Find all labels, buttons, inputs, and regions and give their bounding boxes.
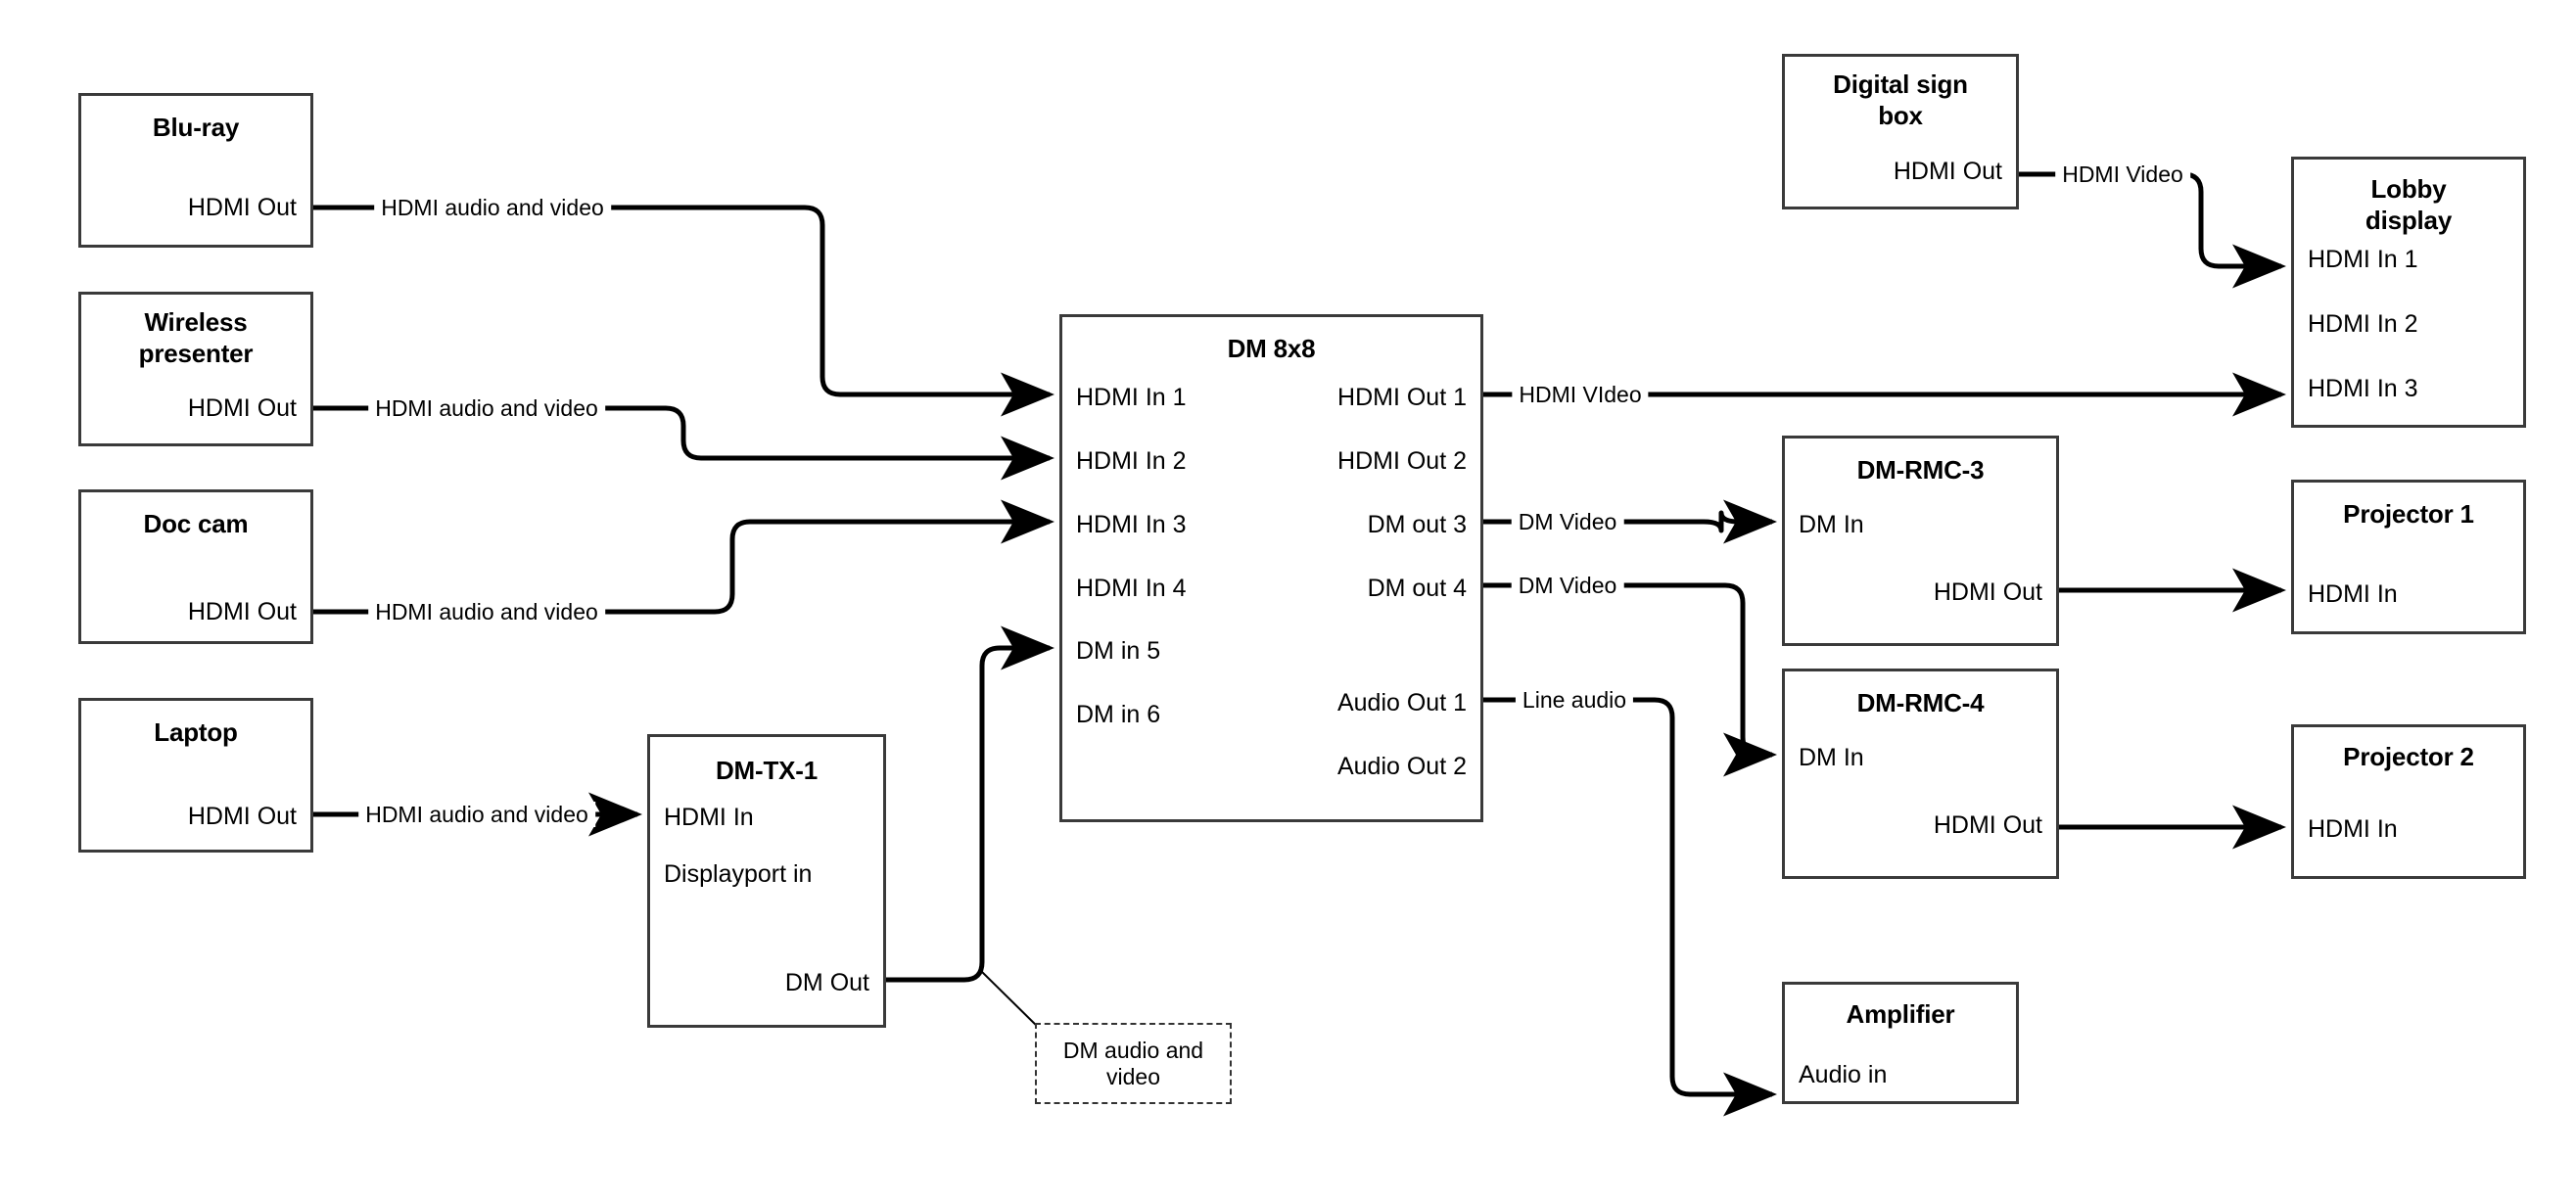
wire-signbox-to-lobby-in1 — [2019, 171, 2286, 289]
node-bluray-title: Blu-ray — [152, 113, 240, 142]
node-lobby-display-port-hdmi-in-3: HDMI In 3 — [2308, 375, 2418, 402]
node-projector-2[interactable]: Projector 2 HDMI In — [2291, 724, 2526, 879]
node-projector-1-title: Projector 1 — [2343, 499, 2474, 529]
node-dm-8x8-title: DM 8x8 — [1227, 334, 1316, 363]
node-digital-sign-box[interactable]: Digital sign box HDMI Out — [1782, 54, 2019, 209]
node-dm-tx-1-port-hdmi-in: HDMI In — [664, 804, 754, 831]
node-projector-1-port-hdmi-in: HDMI In — [2308, 580, 2398, 608]
node-digital-sign-box-title: Digital sign box — [1833, 69, 1968, 130]
node-dm-8x8-output-hdmi-out-2: HDMI Out 2 — [1337, 447, 1467, 475]
node-laptop-title: Laptop — [154, 717, 238, 747]
annotation-text: DM audio and video — [1062, 1037, 1204, 1089]
node-dm-rmc-4-port-hdmi-out: HDMI Out — [1933, 811, 2042, 839]
node-wireless-presenter[interactable]: Wireless presenter HDMI Out — [78, 292, 313, 446]
node-amplifier-title: Amplifier — [1846, 999, 1955, 1029]
node-dm-8x8-input-dm-in-6: DM in 6 — [1076, 701, 1161, 728]
node-dm-rmc-3-port-hdmi-out: HDMI Out — [1933, 578, 2042, 606]
node-dm-8x8-output-dm-out-3: DM out 3 — [1367, 511, 1467, 538]
node-lobby-display-port-hdmi-in-2: HDMI In 2 — [2308, 310, 2418, 338]
node-dm-8x8-input-dm-in-5: DM in 5 — [1076, 637, 1161, 665]
node-dm-8x8-output-audio-out-2: Audio Out 2 — [1336, 753, 1467, 780]
wire-dm-audioout1-to-amplifier — [1483, 697, 1777, 1117]
node-dm-rmc-3-title: DM-RMC-3 — [1856, 455, 1985, 485]
node-dm-rmc-4[interactable]: DM-RMC-4 DM In HDMI Out — [1782, 669, 2059, 879]
node-dm-rmc-3[interactable]: DM-RMC-3 DM In HDMI Out — [1782, 436, 2059, 646]
wire-dm-dmout3-to-rmc3-dmin — [1483, 499, 1777, 544]
node-dm-rmc-4-title: DM-RMC-4 — [1856, 688, 1985, 717]
node-dm-tx-1-port-dm-out: DM Out — [784, 969, 869, 996]
node-dm-8x8-output-audio-out-1: Audio Out 1 — [1336, 689, 1467, 716]
node-dm-8x8-input-hdmi-in-2: HDMI In 2 — [1076, 447, 1187, 475]
node-dm-rmc-3-port-dm-in: DM In — [1799, 511, 1864, 538]
annotation-dm-audio-and-video: DM audio and video — [1035, 1023, 1232, 1104]
node-dm-8x8-input-hdmi-in-3: HDMI In 3 — [1076, 511, 1187, 538]
node-lobby-display-port-hdmi-in-1: HDMI In 1 — [2308, 246, 2418, 273]
node-amplifier[interactable]: Amplifier Audio in — [1782, 982, 2019, 1104]
node-projector-2-title: Projector 2 — [2343, 742, 2474, 771]
note-leader-line — [978, 968, 1046, 1035]
wire-bluray-to-dm-in1 — [313, 205, 1054, 417]
node-bluray-port-hdmi-out: HDMI Out — [187, 194, 297, 221]
node-dm-tx-1-title: DM-TX-1 — [715, 756, 819, 785]
node-lobby-display[interactable]: Lobby display HDMI In 1 HDMI In 2 HDMI I… — [2291, 157, 2526, 428]
wire-dm-dmout4-to-rmc4-dmin — [1483, 582, 1777, 777]
node-doc-cam-title: Doc cam — [143, 509, 249, 538]
node-wireless-presenter-port-hdmi-out: HDMI Out — [187, 394, 297, 422]
node-wireless-presenter-title: Wireless presenter — [138, 307, 254, 368]
node-dm-rmc-4-port-dm-in: DM In — [1799, 744, 1864, 771]
node-bluray[interactable]: Blu-ray HDMI Out — [78, 93, 313, 248]
node-laptop-port-hdmi-out: HDMI Out — [187, 803, 297, 830]
node-dm-tx-1-port-displayport-in: Displayport in — [664, 860, 813, 888]
node-doc-cam[interactable]: Doc cam HDMI Out — [78, 489, 313, 644]
node-dm-tx-1[interactable]: DM-TX-1 HDMI In Displayport in DM Out — [647, 734, 886, 1028]
node-dm-8x8[interactable]: DM 8x8 HDMI In 1 HDMI In 2 HDMI In 3 HDM… — [1059, 314, 1483, 822]
node-lobby-display-title: Lobby display — [2365, 174, 2453, 235]
node-dm-8x8-output-hdmi-out-1: HDMI Out 1 — [1337, 384, 1467, 411]
node-amplifier-port-audio-in: Audio in — [1799, 1061, 1888, 1088]
wire-doccam-to-dm-in3 — [313, 499, 1054, 615]
node-laptop[interactable]: Laptop HDMI Out — [78, 698, 313, 853]
node-projector-1[interactable]: Projector 1 HDMI In — [2291, 480, 2526, 634]
node-dm-8x8-output-dm-out-4: DM out 4 — [1367, 575, 1467, 602]
node-digital-sign-box-port-hdmi-out: HDMI Out — [1893, 158, 2002, 185]
wire-wireless-to-dm-in2 — [313, 405, 1054, 481]
wire-tx-dmout-to-dm-in5 — [886, 625, 1054, 983]
node-dm-8x8-input-hdmi-in-1: HDMI In 1 — [1076, 384, 1187, 411]
node-projector-2-port-hdmi-in: HDMI In — [2308, 815, 2398, 843]
node-dm-8x8-input-hdmi-in-4: HDMI In 4 — [1076, 575, 1187, 602]
node-doc-cam-port-hdmi-out: HDMI Out — [187, 598, 297, 625]
